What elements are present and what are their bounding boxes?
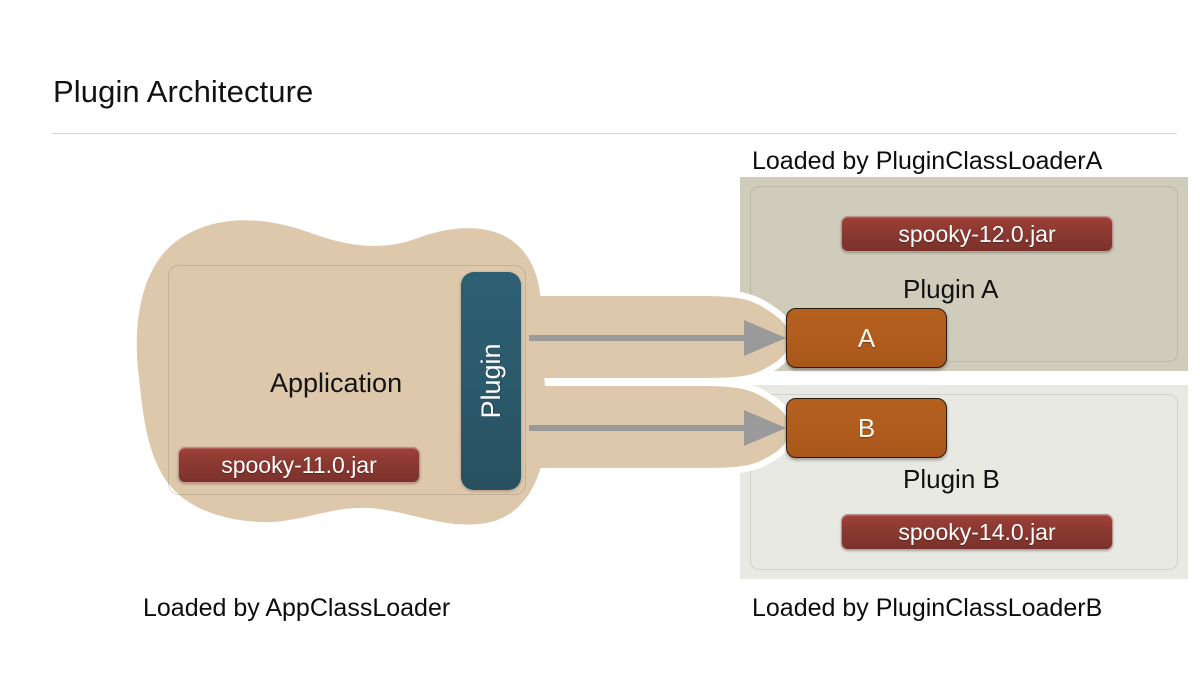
plugin-a-label: Plugin A bbox=[903, 274, 999, 304]
title-divider bbox=[52, 133, 1177, 134]
caption-plugin-classloader-a: Loaded by PluginClassLoaderA bbox=[752, 147, 1103, 175]
page-title: Plugin Architecture bbox=[53, 74, 314, 109]
jar-badge-app: spooky-11.0.jar bbox=[178, 447, 420, 483]
plugin-b-panel-inner bbox=[750, 394, 1178, 570]
jar-badge-plugin-b: spooky-14.0.jar bbox=[841, 514, 1113, 550]
application-label: Application bbox=[270, 368, 403, 398]
plugin-b-label: Plugin B bbox=[903, 464, 1000, 494]
jar-badge-plugin-a: spooky-12.0.jar bbox=[841, 216, 1113, 252]
plugin-a-panel-inner bbox=[750, 186, 1178, 362]
class-box-b[interactable]: B bbox=[786, 398, 947, 458]
caption-app-classloader: Loaded by AppClassLoader bbox=[143, 594, 451, 622]
class-box-a[interactable]: A bbox=[786, 308, 947, 368]
plugin-bar[interactable]: Plugin bbox=[461, 272, 521, 490]
caption-plugin-classloader-b: Loaded by PluginClassLoaderB bbox=[752, 594, 1103, 622]
application-inner-frame bbox=[168, 265, 526, 495]
